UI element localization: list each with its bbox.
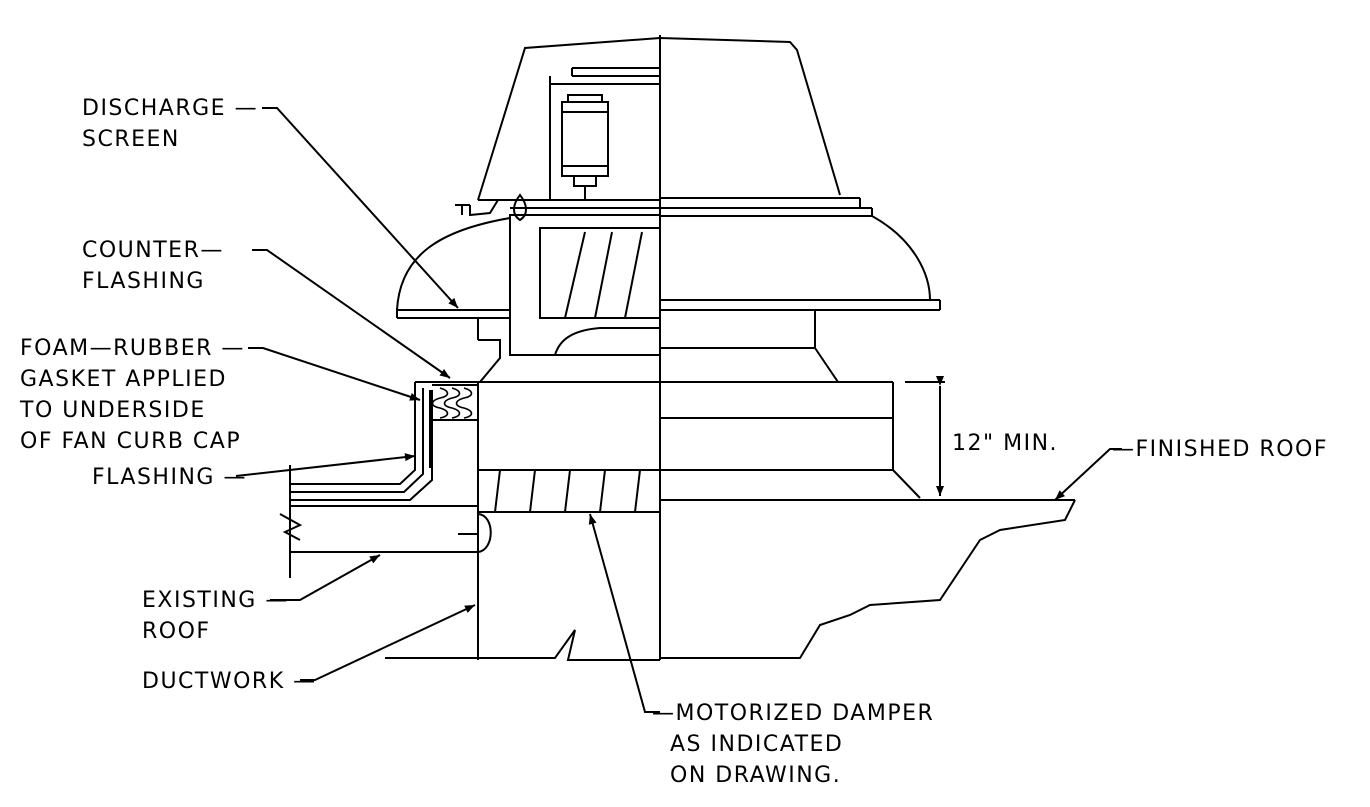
svg-text:FLASHING: FLASHING: [82, 269, 205, 294]
label-finished-roof: —FINISHED ROOF: [1112, 437, 1328, 462]
label-foam-rubber-gasket: FOAM—RUBBER — GASKET APPLIED TO UNDERSID…: [19, 336, 245, 454]
svg-text:AS INDICATED: AS INDICATED: [670, 732, 843, 757]
svg-text:DISCHARGE —: DISCHARGE —: [82, 96, 258, 121]
callout-labels: DISCHARGE — SCREEN COUNTER— FLASHING FOA…: [19, 96, 1328, 788]
motor: [561, 94, 609, 200]
svg-text:EXISTING —: EXISTING —: [142, 588, 289, 613]
fan-curb: [279, 381, 921, 660]
label-ductwork: DUCTWORK —: [142, 669, 317, 694]
leader-lines: [235, 107, 1122, 713]
fan-housing: [396, 214, 941, 383]
fan-hood: [455, 35, 873, 660]
svg-text:TO UNDERSIDE: TO UNDERSIDE: [19, 398, 206, 423]
label-discharge-screen: DISCHARGE — SCREEN: [82, 96, 258, 152]
svg-text:—MOTORIZED DAMPER: —MOTORIZED DAMPER: [652, 701, 934, 726]
svg-text:FOAM—RUBBER —: FOAM—RUBBER —: [20, 336, 245, 361]
svg-text:ON DRAWING.: ON DRAWING.: [670, 763, 841, 788]
label-existing-roof: EXISTING — ROOF: [142, 588, 289, 644]
dimension-12-min: 12" MIN.: [905, 376, 1058, 501]
svg-text:ROOF: ROOF: [142, 619, 211, 644]
dimension-label: 12" MIN.: [952, 431, 1058, 456]
label-motorized-damper: —MOTORIZED DAMPER AS INDICATED ON DRAWIN…: [652, 701, 934, 788]
svg-text:GASKET APPLIED: GASKET APPLIED: [20, 367, 227, 392]
svg-text:OF FAN CURB CAP: OF FAN CURB CAP: [20, 429, 241, 454]
finished-roof: [385, 499, 1076, 661]
svg-text:COUNTER—: COUNTER—: [82, 238, 224, 263]
svg-text:SCREEN: SCREEN: [82, 127, 180, 152]
label-counter-flashing: COUNTER— FLASHING: [82, 238, 224, 294]
hood-outline: [477, 36, 841, 201]
label-flashing: FLASHING —: [92, 465, 247, 490]
motorized-damper: [478, 469, 660, 513]
foam-rubber-gasket: [431, 384, 478, 421]
